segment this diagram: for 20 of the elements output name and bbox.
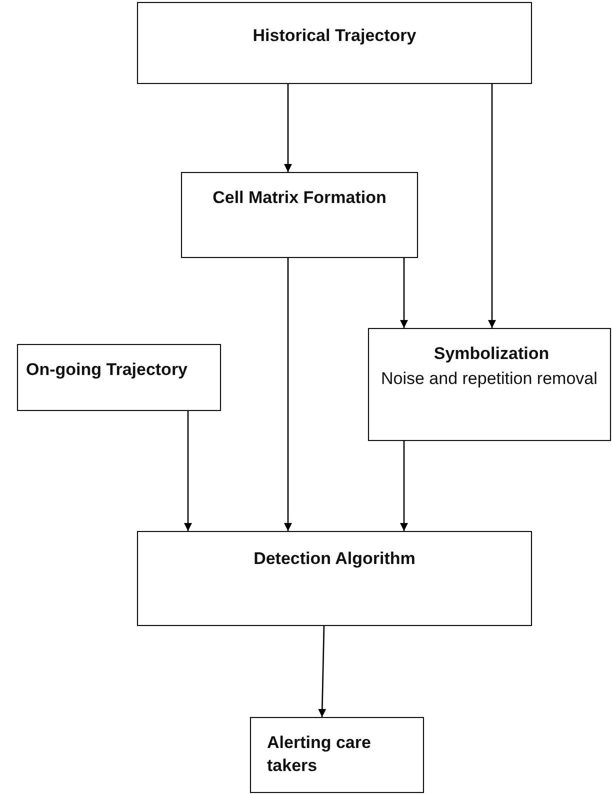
box-title: Detection Algorithm (254, 548, 416, 570)
process-box (137, 531, 532, 626)
box-title: Cell Matrix Formation (212, 187, 386, 209)
arrow (184, 411, 192, 531)
process-box (137, 2, 532, 84)
arrow (400, 258, 408, 328)
box-title: On-going Trajectory (26, 359, 188, 381)
process-box (250, 717, 424, 793)
box-title: Alerting care takers (267, 732, 372, 777)
process-box (181, 172, 418, 258)
process-box (368, 328, 611, 441)
arrow (318, 626, 326, 718)
box-title: Symbolization (434, 343, 550, 365)
arrow (488, 84, 496, 328)
box-title: Historical Trajectory (252, 25, 416, 47)
arrow (400, 441, 408, 531)
arrow (284, 258, 292, 531)
process-box (17, 344, 221, 411)
box-description: Noise and repetition removal (381, 368, 598, 390)
arrow (284, 84, 292, 172)
